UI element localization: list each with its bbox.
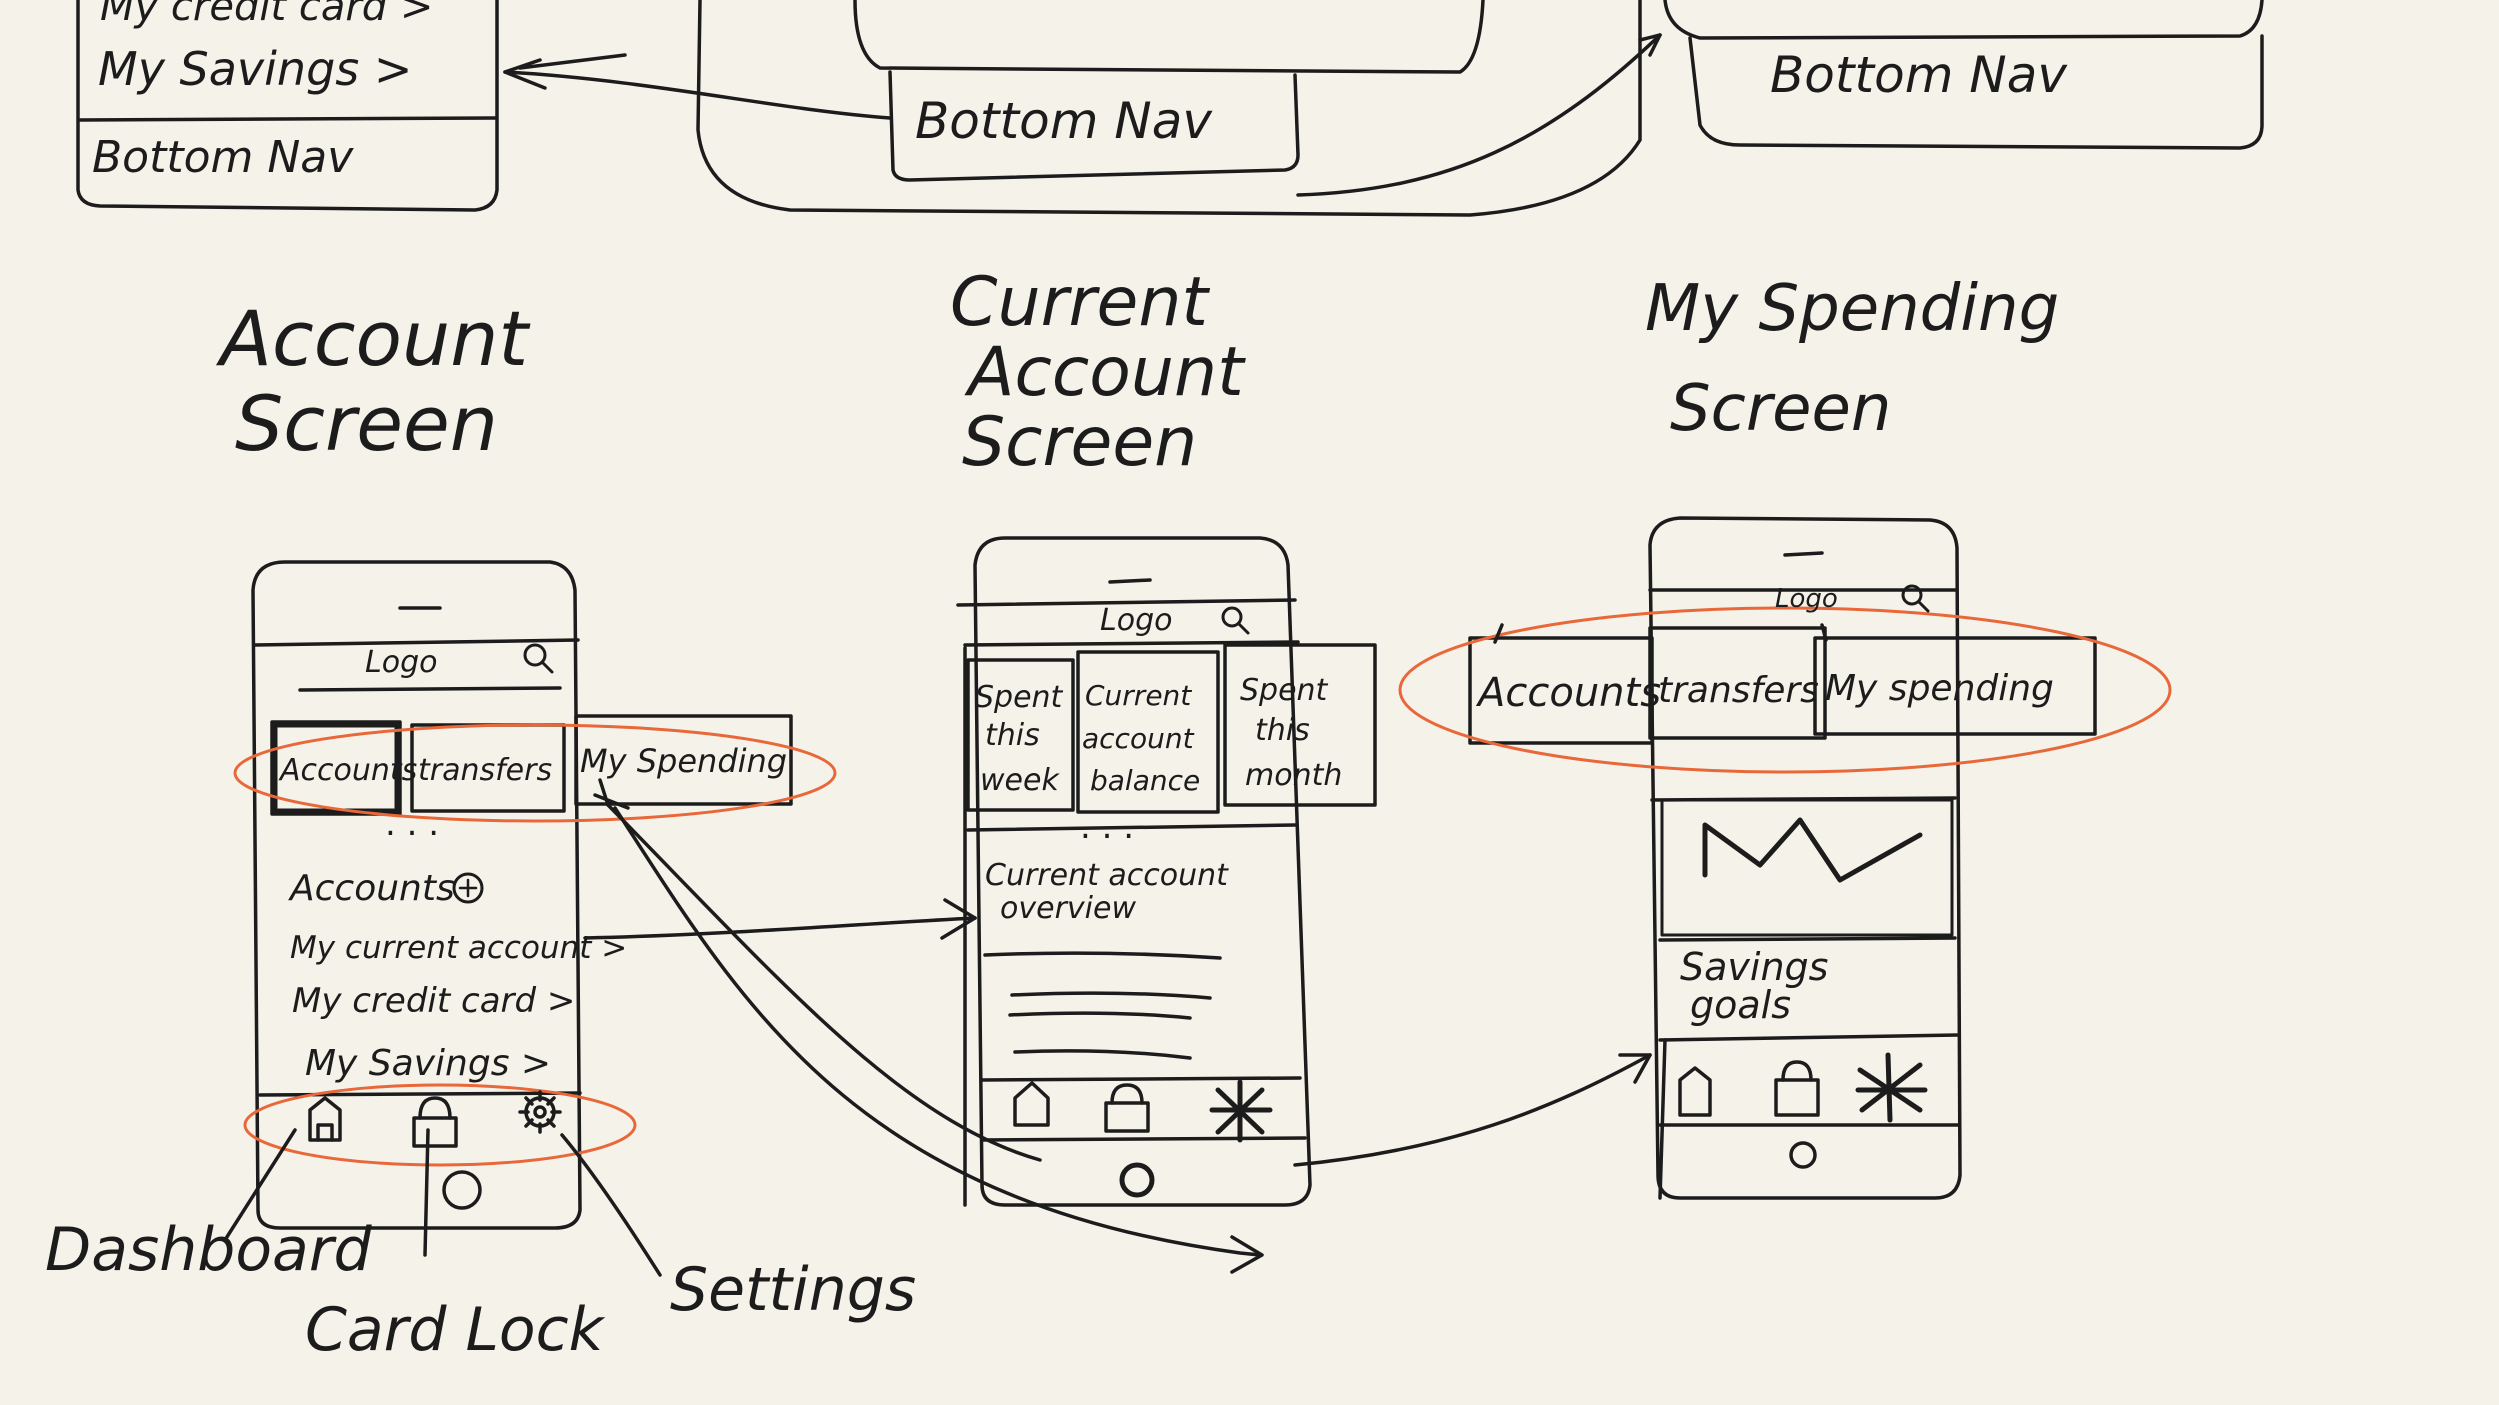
- account-dots: . . .: [385, 804, 439, 844]
- spending-tab-accounts: Accounts: [1475, 670, 1661, 716]
- current-card-month-line1: Spent: [1240, 673, 1329, 708]
- top-right-screen: [1663, 0, 2264, 150]
- top-left-item-credit: My credit card >: [100, 0, 433, 30]
- top-left-screen: [76, 0, 499, 212]
- top-arrow-to-right: [1296, 33, 1662, 197]
- account-list-item-current: My current account >: [290, 930, 627, 966]
- current-title-line2: Account: [964, 333, 1246, 412]
- account-tabs-group: [233, 714, 837, 823]
- account-search-icon: [523, 643, 554, 674]
- current-card-month-line2: this: [1255, 713, 1310, 748]
- top-center-bottom-nav: Bottom Nav: [915, 92, 1213, 150]
- account-tab-transfers: transfers: [418, 753, 552, 788]
- current-dots: . . .: [1080, 807, 1134, 847]
- spending-title-line1: My Spending: [1645, 272, 2059, 346]
- account-home-icon: [308, 1096, 342, 1142]
- spending-savings-line1: Savings: [1680, 945, 1828, 989]
- arrow-account-to-current: [583, 916, 977, 940]
- account-screen-title-line1: Account: [215, 294, 531, 383]
- current-card-balance: [1076, 650, 1220, 814]
- spending-gear-icon: [1855, 1052, 1928, 1123]
- account-add-circle: [452, 872, 484, 904]
- spending-search-icon: [1901, 584, 1930, 613]
- current-card-balance-line3: balance: [1090, 764, 1200, 797]
- current-account-phone: [956, 536, 1312, 1207]
- account-tab-my-spending: My Spending: [580, 742, 787, 780]
- current-overview-line1: Current account: [985, 858, 1229, 893]
- current-card-month-line3: month: [1245, 758, 1342, 793]
- current-title-line1: Current: [950, 263, 1210, 342]
- current-title-line3: Screen: [962, 403, 1197, 482]
- spending-home-icon: [1678, 1066, 1712, 1117]
- current-overview-lines: [983, 951, 1222, 1060]
- account-list-item-credit: My credit card >: [292, 981, 575, 1021]
- spending-tab-transfers: transfers: [1658, 670, 1819, 711]
- current-logo: Logo: [1100, 603, 1172, 638]
- current-card-balance-line2: account: [1082, 722, 1195, 755]
- spending-lock-icon: [1774, 1060, 1820, 1117]
- current-card-balance-line1: Current: [1085, 679, 1192, 712]
- account-tab-accounts: Accounts: [278, 753, 417, 788]
- top-center-screen: [696, 0, 1642, 217]
- spending-savings-line2: goals: [1690, 983, 1791, 1027]
- account-list-heading: Accounts: [288, 868, 455, 909]
- annotation-dashboard: Dashboard: [45, 1215, 372, 1285]
- current-home-button: [1119, 1162, 1155, 1198]
- account-logo: Logo: [365, 645, 437, 680]
- current-gear-icon: [1209, 1079, 1273, 1143]
- arrow-to-savings-goals: [1293, 1053, 1652, 1167]
- account-home-button: [442, 1170, 482, 1210]
- spending-home-button: [1789, 1141, 1817, 1169]
- account-screen-title-line2: Screen: [235, 379, 498, 468]
- current-overview-line2: overview: [1000, 891, 1136, 926]
- annotation-card-lock: Card Lock: [305, 1295, 606, 1365]
- top-right-bottom-nav: Bottom Nav: [1770, 46, 2068, 104]
- current-card-week: [966, 658, 1075, 812]
- spending-line-chart: [1660, 798, 1954, 937]
- spending-logo: Logo: [1775, 584, 1838, 614]
- top-arrow-to-savings: [503, 70, 892, 120]
- current-card-week-line3: week: [980, 763, 1060, 798]
- current-card-month: [1223, 643, 1377, 807]
- current-lock-icon: [1104, 1083, 1150, 1133]
- account-list-item-savings: My Savings >: [305, 1043, 551, 1084]
- arrow-tabs-to-spending: [613, 806, 1262, 1257]
- top-left-item-savings: My Savings >: [98, 42, 412, 96]
- spending-tabs-group: [1398, 606, 2172, 774]
- account-gear-icon: [518, 1090, 562, 1134]
- account-lock-icon: [412, 1096, 458, 1148]
- current-card-week-line2: this: [985, 718, 1040, 753]
- current-search-icon: [1221, 606, 1250, 635]
- spending-tab-my-spending: My spending: [1825, 668, 2054, 709]
- top-left-bottom-nav: Bottom Nav: [92, 132, 354, 183]
- spending-title-line2: Screen: [1670, 372, 1891, 446]
- current-home-icon: [1013, 1081, 1050, 1127]
- annotation-settings: Settings: [670, 1255, 916, 1325]
- current-card-week-line1: Spent: [975, 680, 1064, 715]
- account-bottom-nav-highlight: [243, 1083, 637, 1167]
